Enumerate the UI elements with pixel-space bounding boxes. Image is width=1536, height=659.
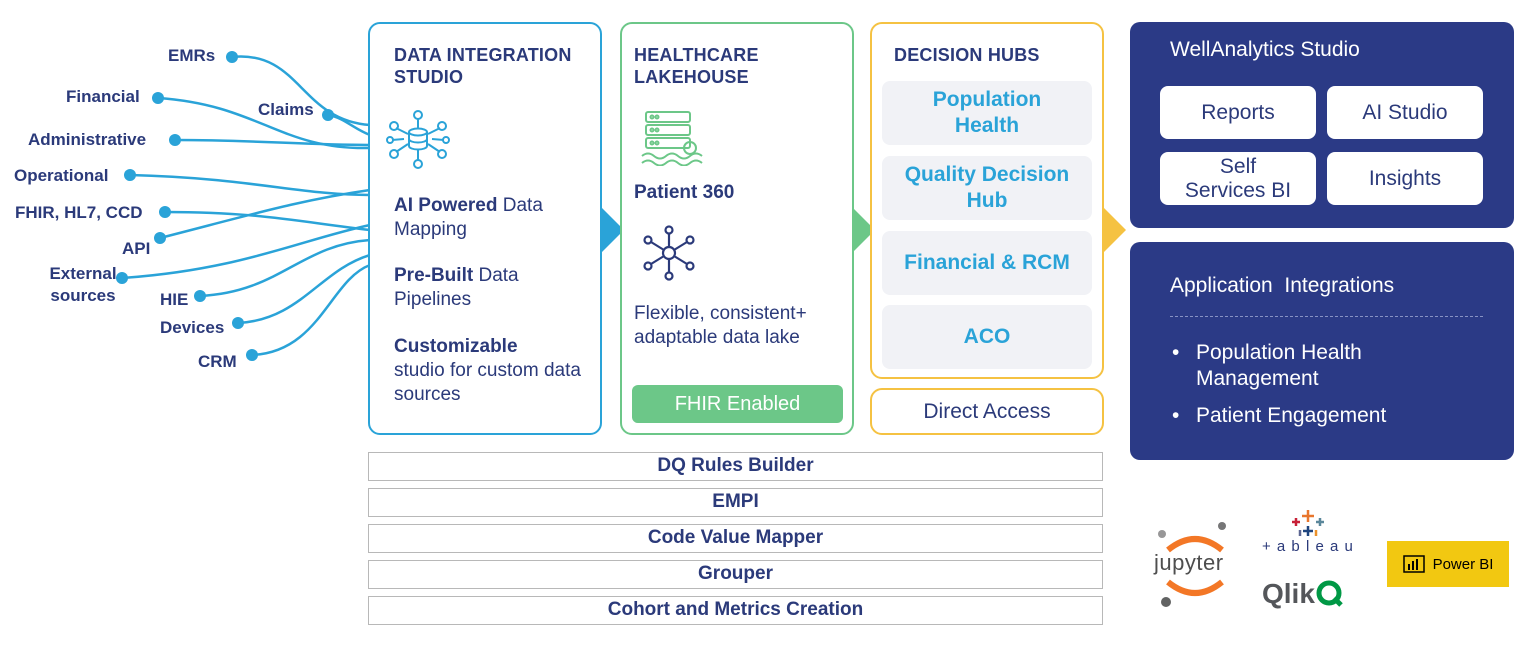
- wellanalytics-studio-panel: WellAnalytics Studio Reports AI Studio S…: [1130, 22, 1514, 228]
- source-label-fhir: FHIR, HL7, CCD: [15, 203, 143, 222]
- integration-title: DATA INTEGRATION STUDIO: [394, 45, 572, 87]
- source-label-operational: Operational: [14, 166, 109, 185]
- decision-hubs-title: DECISION HUBS: [894, 45, 1040, 65]
- source-label-financial: Financial: [66, 87, 140, 106]
- direct-access-box[interactable]: Direct Access: [870, 388, 1104, 435]
- studio-title: WellAnalytics Studio: [1170, 38, 1360, 61]
- patient-360-label: Patient 360: [634, 182, 735, 203]
- source-label-emrs: EMRs: [168, 46, 216, 65]
- cohort-metrics-bar: Cohort and Metrics Creation: [368, 596, 1103, 625]
- hub-population-health[interactable]: Population Health: [882, 81, 1092, 145]
- dq-rules-builder-bar: DQ Rules Builder: [368, 452, 1103, 481]
- power-bi-logo: Power BI: [1387, 541, 1509, 587]
- app-integration-item: • Population Health Management: [1172, 341, 1362, 390]
- app-integration-item: • Patient Engagement: [1172, 404, 1387, 427]
- healthcare-lakehouse-panel: HEALTHCARE LAKEHOUSE Patient 360 Flexibl: [620, 22, 854, 435]
- code-value-mapper-bar: Code Value Mapper: [368, 524, 1103, 553]
- reports-button[interactable]: Reports: [1160, 86, 1316, 139]
- fhir-enabled-badge: FHIR Enabled: [632, 385, 843, 423]
- source-connectors: [116, 51, 371, 361]
- qlik-logo: Qlik: [1262, 578, 1343, 610]
- ai-studio-button[interactable]: AI Studio: [1327, 86, 1483, 139]
- hub-financial-rcm[interactable]: Financial & RCM: [882, 231, 1092, 295]
- integration-item-pipelines: Pre-Built Data Pipelines: [394, 265, 519, 310]
- empi-bar: EMPI: [368, 488, 1103, 517]
- insights-button[interactable]: Insights: [1327, 152, 1483, 205]
- decision-hubs-panel: DECISION HUBS Population Health Quality …: [870, 22, 1104, 379]
- integration-item-ai-mapping: AI Powered Data Mapping: [394, 195, 543, 240]
- self-services-bi-button[interactable]: Self Services BI: [1160, 152, 1316, 205]
- jupyter-logo: jupyter: [1150, 520, 1240, 612]
- lakehouse-server-icon: [641, 111, 703, 166]
- lakehouse-description: Flexible, consistent+ adaptable data lak…: [634, 303, 807, 348]
- source-label-hie: HIE: [160, 290, 189, 309]
- lakehouse-title: HEALTHCARE LAKEHOUSE: [634, 45, 759, 87]
- source-label-api: API: [122, 239, 151, 258]
- app-integrations-title: Application Integrations: [1170, 274, 1395, 297]
- arrow-hubs-to-studio: [1104, 208, 1126, 252]
- arrow-integration-to-lakehouse: [602, 208, 624, 252]
- tableau-logo: + a b l e a u: [1262, 510, 1354, 555]
- network-icon: [643, 225, 695, 281]
- data-integration-studio-panel: DATA INTEGRATION STUDIO AI Powered Data …: [368, 22, 602, 435]
- grouper-bar: Grouper: [368, 560, 1103, 589]
- arrow-lakehouse-to-hubs: [853, 208, 875, 252]
- source-label-claims: Claims: [258, 100, 314, 119]
- hub-quality-decision[interactable]: Quality Decision Hub: [882, 156, 1092, 220]
- hub-aco[interactable]: ACO: [882, 305, 1092, 369]
- data-hub-icon: [386, 110, 450, 169]
- source-label-external: External sources: [49, 264, 117, 305]
- app-integrations-divider: [1170, 316, 1483, 317]
- direct-access-label: Direct Access: [923, 400, 1051, 423]
- application-integrations-panel: Application Integrations • Population He…: [1130, 242, 1514, 460]
- source-label-administrative: Administrative: [28, 130, 147, 149]
- source-label-crm: CRM: [198, 352, 237, 371]
- source-label-devices: Devices: [160, 318, 225, 337]
